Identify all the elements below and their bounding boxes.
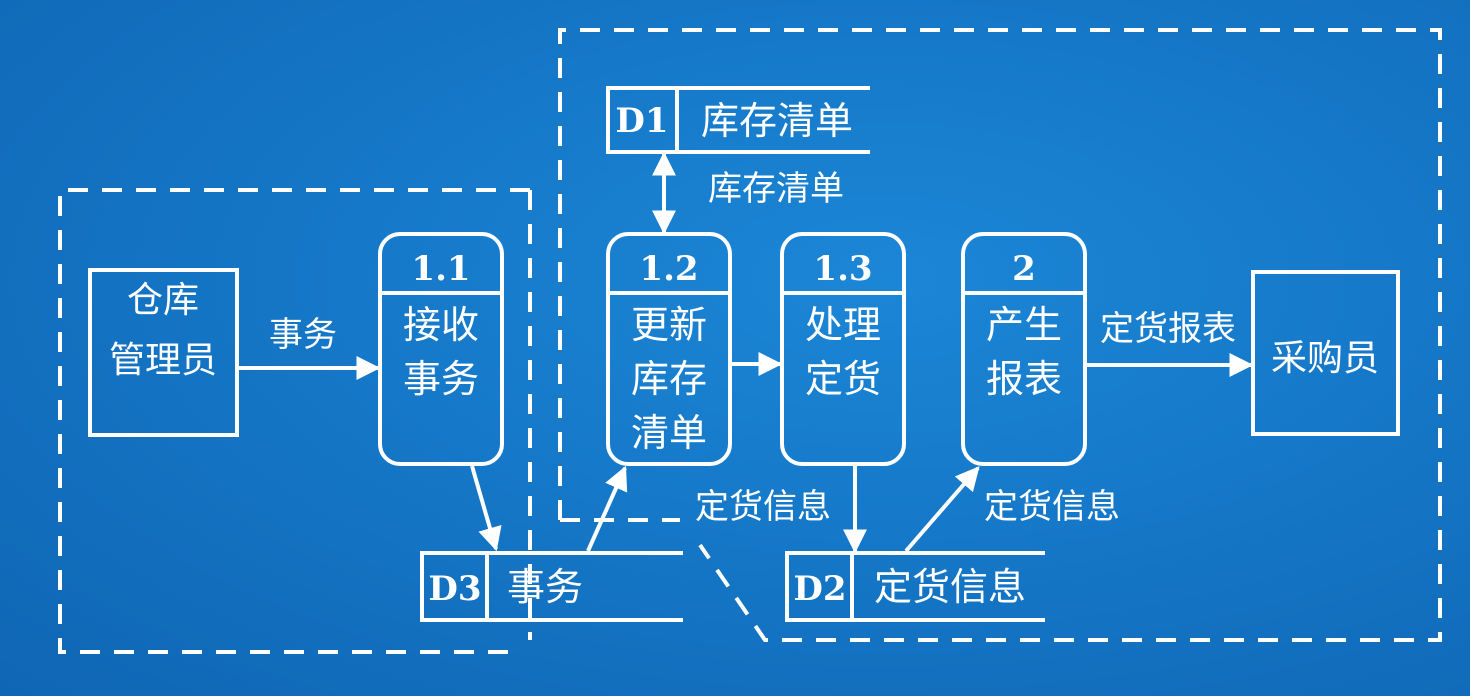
store-d3-name: 事务 bbox=[507, 565, 583, 609]
process-2: 2 产生 报表 bbox=[961, 232, 1087, 466]
entity-purchaser: 采购员 bbox=[1251, 270, 1400, 436]
flow-arrow-1-1-to-d3 bbox=[470, 465, 502, 552]
flow-label-inventory-list: 库存清单 bbox=[708, 169, 844, 209]
process-1-2-line2: 库存 bbox=[631, 357, 707, 401]
process-1-3-id: 1.3 bbox=[813, 249, 872, 289]
process-1-1: 1.1 接收 事务 bbox=[378, 232, 504, 466]
entity-warehouse-manager: 仓库 管理员 bbox=[88, 268, 239, 437]
entity-warehouse-manager-line2: 管理员 bbox=[109, 340, 217, 381]
process-1-2-line1: 更新 bbox=[631, 303, 707, 347]
store-d2-id: D2 bbox=[793, 569, 846, 609]
flow-label-order-info-2: 定货信息 bbox=[984, 487, 1120, 527]
process-1-1-id: 1.1 bbox=[411, 249, 470, 289]
store-d2-name: 定货信息 bbox=[874, 565, 1026, 609]
store-d3: D3 事务 bbox=[420, 551, 683, 622]
flow-label-order-info-1: 定货信息 bbox=[695, 487, 831, 527]
store-d3-id: D3 bbox=[428, 569, 481, 609]
entity-warehouse-manager-line1: 仓库 bbox=[127, 280, 199, 321]
flow-arrow-d2-to-2 bbox=[904, 466, 980, 553]
process-1-3: 1.3 处理 定货 bbox=[780, 232, 906, 466]
flow-label-transaction: 事务 bbox=[269, 315, 337, 355]
process-1-1-line2: 事务 bbox=[403, 357, 479, 401]
store-d1-name: 库存清单 bbox=[701, 99, 853, 143]
store-d2: D2 定货信息 bbox=[785, 551, 1045, 622]
process-1-2: 1.2 更新 库存 清单 bbox=[606, 232, 732, 466]
process-1-3-line1: 处理 bbox=[805, 303, 881, 347]
right-boundary bbox=[558, 28, 1442, 642]
process-1-3-line2: 定货 bbox=[805, 357, 881, 401]
process-1-2-line3: 清单 bbox=[631, 411, 707, 455]
process-2-line2: 报表 bbox=[986, 357, 1062, 401]
flow-arrow-d3-to-1-2 bbox=[586, 465, 628, 552]
left-boundary bbox=[58, 188, 530, 654]
store-d1-id: D1 bbox=[615, 101, 668, 141]
flow-label-order-report: 定货报表 bbox=[1100, 309, 1236, 349]
entity-purchaser-label: 采购员 bbox=[1271, 338, 1379, 379]
process-1-2-id: 1.2 bbox=[639, 249, 698, 289]
process-2-id: 2 bbox=[1012, 249, 1036, 289]
store-d1: D1 库存清单 bbox=[606, 86, 870, 154]
process-2-line1: 产生 bbox=[986, 303, 1062, 347]
process-1-1-line1: 接收 bbox=[403, 303, 479, 347]
